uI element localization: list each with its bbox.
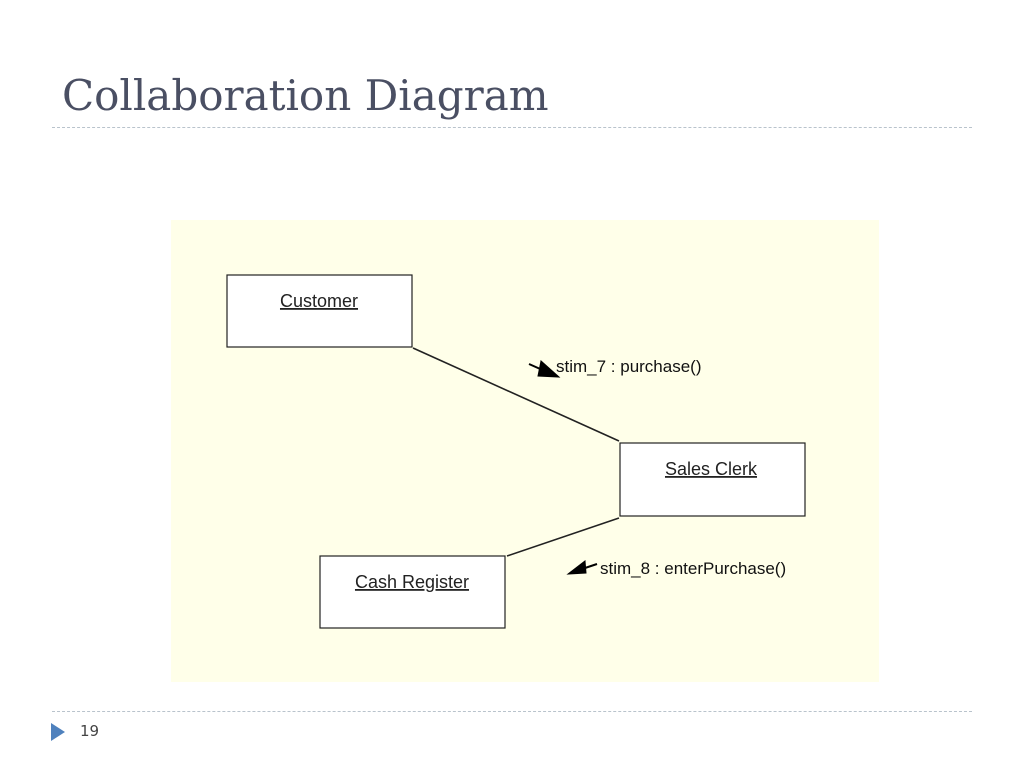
- message-enter-purchase: stim_8 : enterPurchase(): [566, 559, 786, 578]
- diagram-canvas: Customer Sales Clerk Cash Register stim_…: [226, 274, 806, 629]
- object-sales-clerk-box: [619, 442, 806, 517]
- object-sales-clerk: Sales Clerk: [619, 442, 806, 517]
- object-customer-box: [226, 274, 413, 348]
- object-customer: Customer: [226, 274, 413, 348]
- message-purchase-label: stim_7 : purchase(): [556, 357, 702, 376]
- message-enter-purchase-arrow-icon: [566, 560, 587, 575]
- link-sales-clerk-cash-register: [506, 517, 620, 557]
- message-purchase-arrow-icon: [537, 360, 561, 378]
- object-cash-register-box: [319, 555, 506, 629]
- slide-number: 19: [80, 722, 100, 740]
- object-cash-register: Cash Register: [319, 555, 506, 629]
- object-cash-register-label: Cash Register: [355, 572, 469, 592]
- object-customer-label: Customer: [280, 291, 358, 311]
- slide-title: Collaboration Diagram: [62, 71, 549, 120]
- object-sales-clerk-label: Sales Clerk: [665, 459, 758, 479]
- link-customer-sales-clerk: [412, 347, 620, 442]
- message-enter-purchase-label: stim_8 : enterPurchase(): [600, 559, 786, 578]
- footer-divider: [52, 711, 972, 712]
- triangle-bullet-icon: [51, 723, 65, 741]
- message-purchase: stim_7 : purchase(): [528, 357, 702, 378]
- collaboration-diagram: Customer Sales Clerk Cash Register stim_…: [171, 220, 879, 682]
- title-divider: [52, 127, 972, 128]
